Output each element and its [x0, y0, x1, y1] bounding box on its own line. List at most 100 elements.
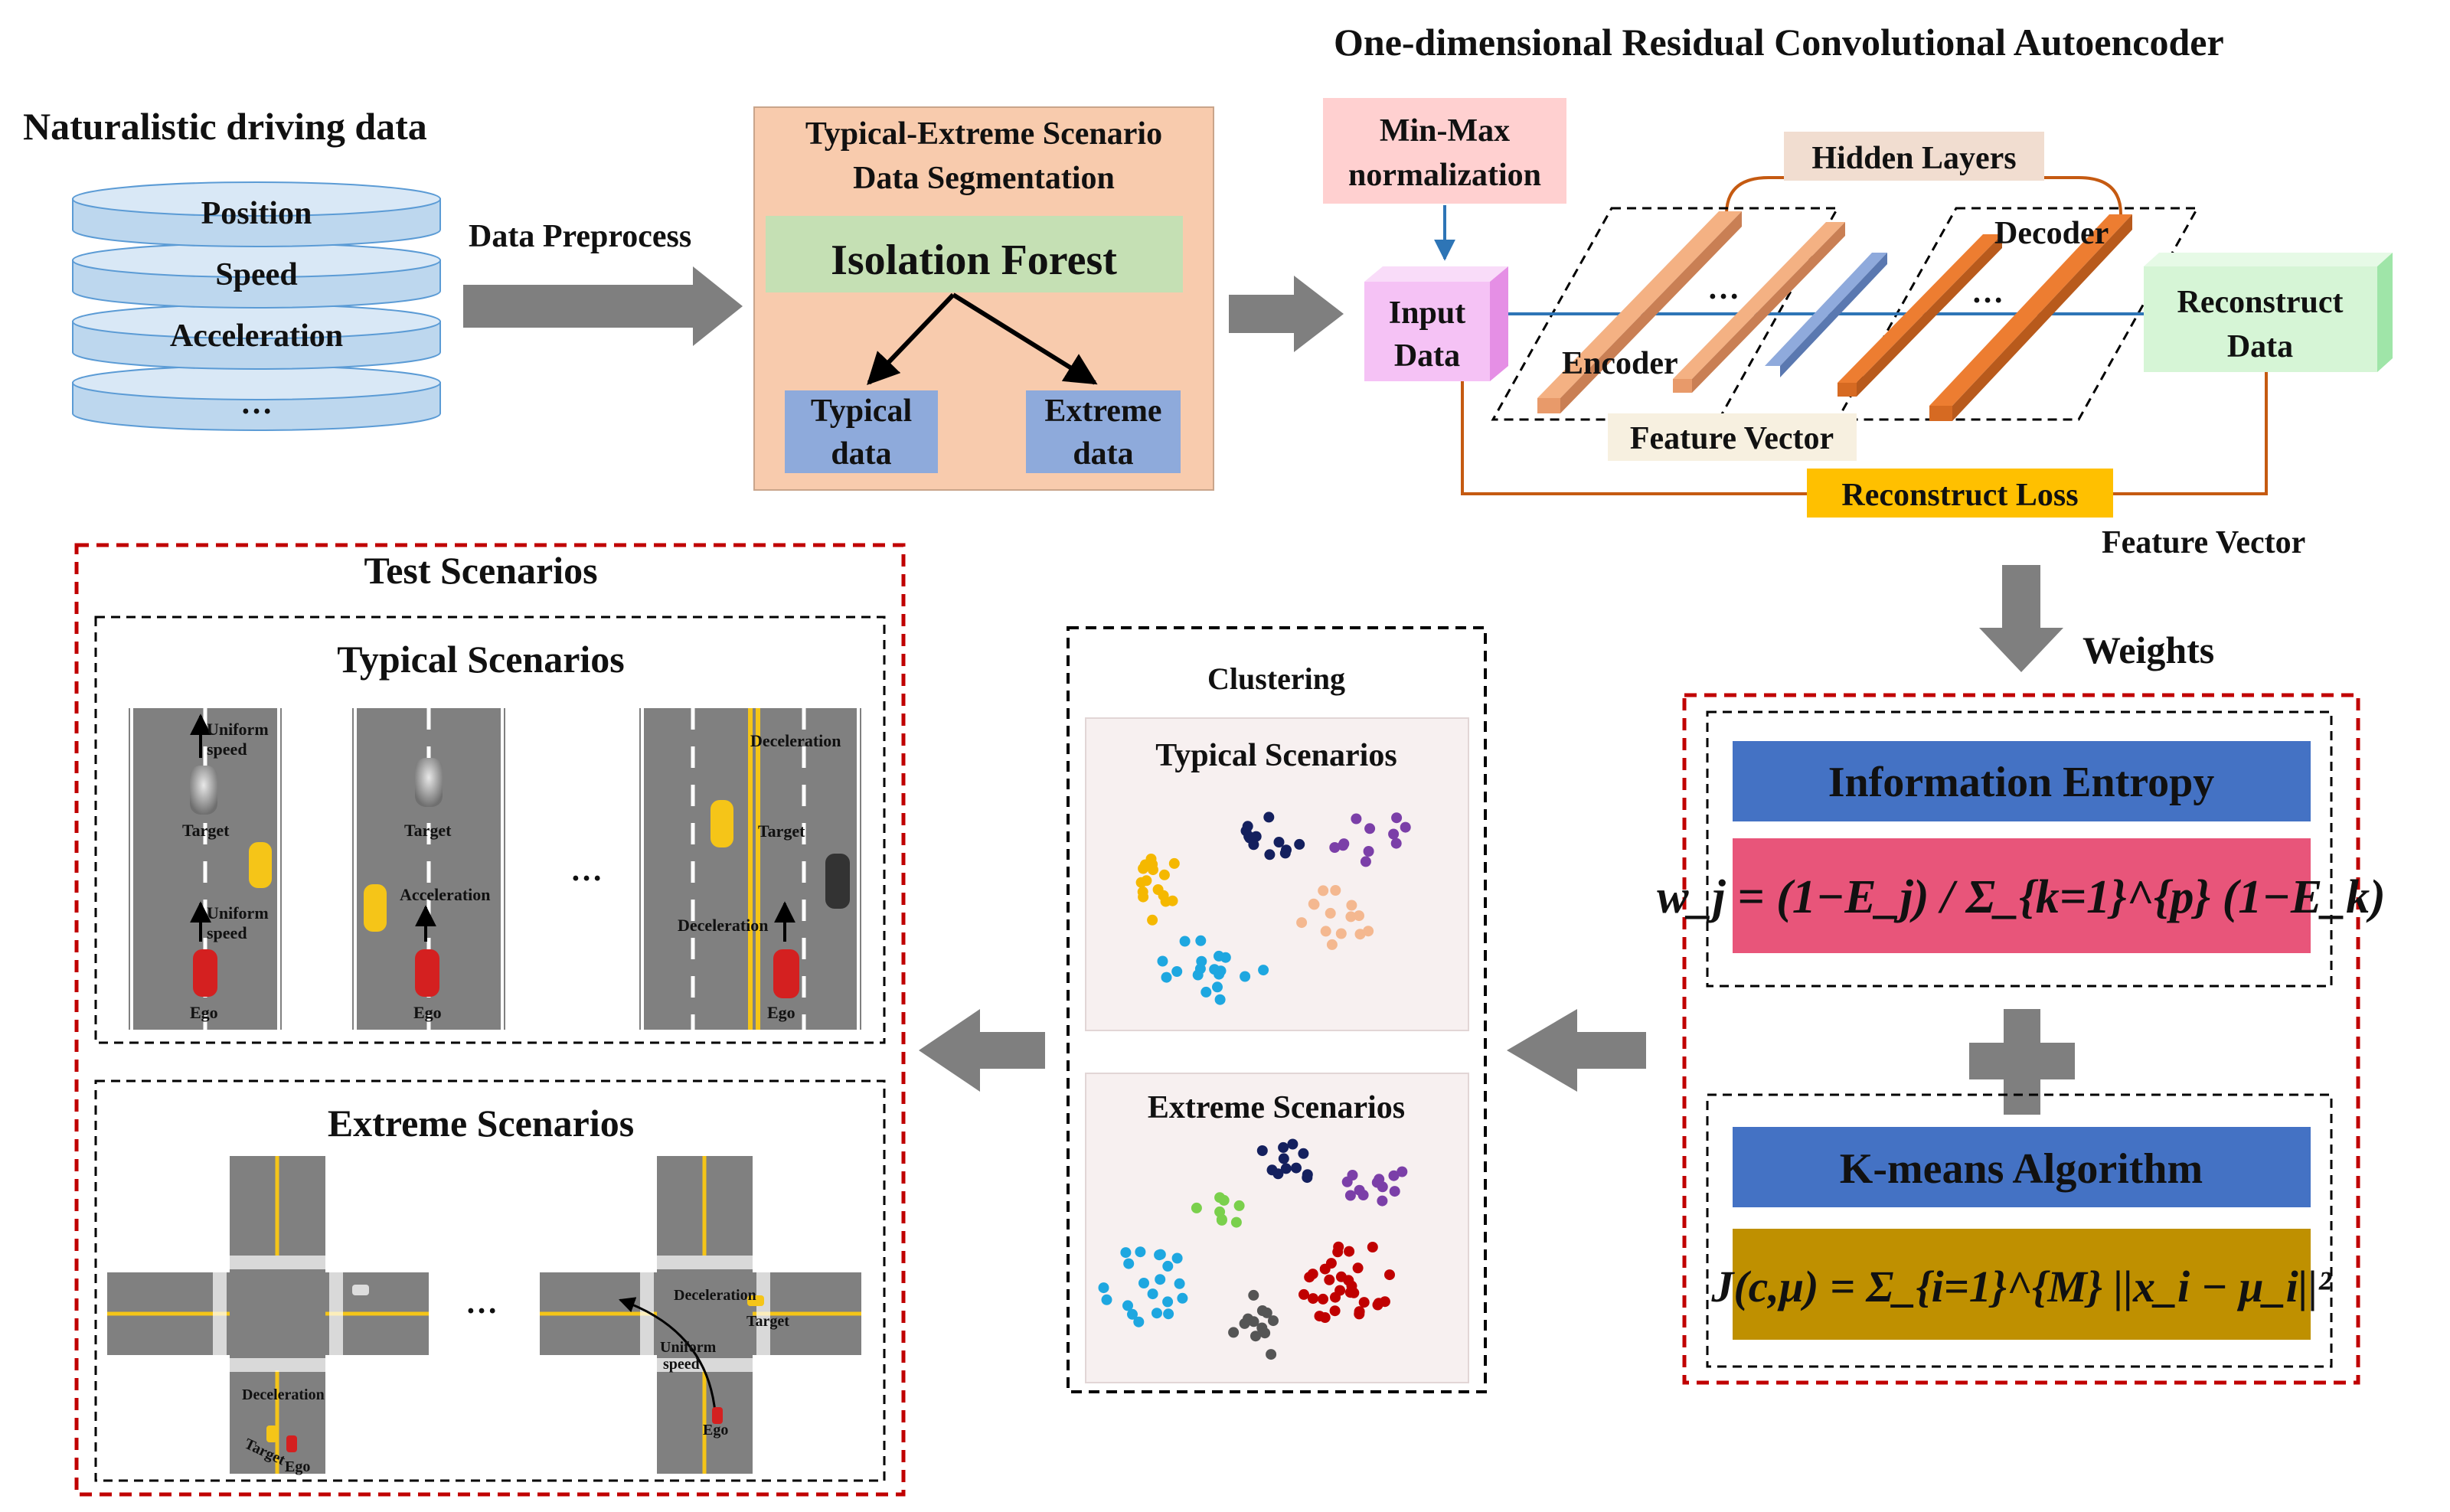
- weights-to-cluster-arrow: [1507, 1009, 1646, 1092]
- kmeans-label: K-means Algorithm: [1840, 1145, 2203, 1193]
- weights-label: Weights: [2082, 629, 2214, 671]
- cluster-point: [1163, 1308, 1174, 1320]
- input-data-cube: [1364, 282, 1490, 381]
- decoder-layers: [1838, 214, 2132, 421]
- naturalistic-title: Naturalistic driving data: [23, 105, 427, 148]
- cluster-point: [1384, 1269, 1395, 1281]
- typical-scenarios-title: Typical Scenarios: [337, 638, 624, 681]
- cluster-point: [1101, 1294, 1112, 1305]
- weights-red-frame: [1682, 693, 2360, 1385]
- weights-panel: Information Entropy w_j = (1−E_j) / Σ_{k…: [1657, 693, 2386, 1385]
- cluster-point: [1228, 1327, 1240, 1338]
- feature-vector-box: [1608, 413, 1857, 461]
- cluster-point: [1304, 1272, 1315, 1283]
- cluster-point: [1319, 1263, 1331, 1275]
- typical-cluster-title: Typical Scenarios: [1155, 738, 1396, 773]
- cluster-point: [1123, 1258, 1135, 1269]
- cluster-point: [1363, 926, 1374, 937]
- svg-text:speed: speed: [663, 1356, 700, 1373]
- cluster-point: [1357, 1190, 1369, 1200]
- cluster-point: [1214, 994, 1226, 1005]
- cluster-point: [1273, 837, 1285, 847]
- cluster-point: [1352, 1262, 1364, 1274]
- cluster-point: [1135, 1246, 1146, 1258]
- typical-cluster-box: [1085, 717, 1469, 1031]
- cluster-point: [1268, 1315, 1279, 1327]
- svg-text:Ego: Ego: [413, 1003, 442, 1022]
- typical-data-label-2: data: [831, 436, 891, 472]
- cluster-point: [1329, 842, 1341, 853]
- isolation-forest-box: [766, 216, 1183, 292]
- cluster-point: [1377, 1195, 1388, 1207]
- cluster-point: [1345, 911, 1357, 923]
- cluster-point: [1298, 1288, 1309, 1300]
- cluster-point: [1333, 1241, 1344, 1252]
- side-car-black: [825, 854, 850, 909]
- svg-text:speed: speed: [207, 923, 247, 942]
- cluster-point: [1161, 972, 1172, 983]
- cluster-point: [1152, 1308, 1162, 1319]
- db-item-acceleration: Acceleration: [170, 318, 343, 354]
- extreme-data-label-2: data: [1073, 436, 1133, 472]
- svg-text:Acceleration: Acceleration: [400, 885, 491, 904]
- cluster-point: [1145, 854, 1157, 864]
- db-item-position: Position: [201, 196, 312, 231]
- clustering-panel: Clustering Typical Scenarios Extreme Sce…: [1067, 626, 1487, 1393]
- svg-text:Ego: Ego: [285, 1458, 310, 1475]
- svg-text:Uniform: Uniform: [660, 1339, 717, 1356]
- cluster-point: [1272, 1168, 1284, 1180]
- forest-to-extreme-arrow: [952, 292, 1098, 385]
- cluster-point: [1233, 1200, 1245, 1211]
- svg-text:Uniform: Uniform: [207, 720, 269, 739]
- svg-text:Ego: Ego: [767, 1003, 795, 1022]
- cluster-point: [1258, 965, 1269, 976]
- cluster-point: [1364, 823, 1376, 834]
- isolation-forest-label: Isolation Forest: [831, 237, 1117, 284]
- cluster-point: [1242, 821, 1253, 832]
- extreme-cluster-box: [1085, 1073, 1469, 1383]
- cluster-to-test-arrow: [919, 1009, 1045, 1092]
- cluster-point: [1162, 1260, 1174, 1272]
- cluster-point: [1354, 929, 1366, 940]
- typical-road-3: Deceleration Target Deceleration Ego: [639, 708, 861, 1030]
- side-car-yellow: [249, 842, 272, 888]
- cluster-point: [1348, 1287, 1360, 1298]
- cluster-point: [1214, 950, 1224, 962]
- cluster-point: [1160, 896, 1171, 907]
- svg-text:Target: Target: [404, 821, 452, 840]
- entropy-label: Information Entropy: [1828, 759, 2215, 806]
- autoencoder-title: One-dimensional Residual Convolutional A…: [1334, 21, 2224, 64]
- cluster-point: [1216, 1214, 1227, 1226]
- oncoming-car-yellow: [710, 800, 733, 847]
- cluster-point: [1391, 812, 1403, 824]
- cluster-point: [1240, 971, 1251, 982]
- intersection-2: Deceleration Target Uniform speed Ego: [540, 1156, 861, 1474]
- cluster-point: [1196, 955, 1207, 967]
- cluster-point: [1374, 1174, 1385, 1185]
- cluster-point: [1338, 838, 1350, 850]
- cluster-point: [1256, 1145, 1268, 1156]
- typical-data-label-1: Typical: [811, 394, 912, 429]
- to-weights-arrow: [1979, 565, 2063, 672]
- cluster-point: [1367, 1242, 1378, 1252]
- cluster-point: [1174, 1278, 1185, 1289]
- cluster-point: [1358, 1297, 1370, 1308]
- entropy-formula-box: [1733, 838, 2311, 953]
- cluster-point: [1329, 1305, 1341, 1317]
- cluster-point: [1195, 935, 1207, 946]
- cluster-point: [1248, 1289, 1259, 1301]
- db-layer-3: [72, 304, 441, 370]
- cluster-point: [1147, 1288, 1158, 1300]
- target-car: [190, 766, 217, 815]
- svg-text:Deceleration: Deceleration: [674, 1287, 756, 1304]
- extreme-data-box: [1026, 390, 1181, 473]
- typical-road-2: Target Acceleration Ego: [352, 708, 505, 1030]
- cluster-point: [1294, 838, 1305, 850]
- forest-to-typical-arrow: [867, 292, 956, 386]
- extreme-cluster-points: [1098, 1138, 1408, 1360]
- cluster-point: [1320, 926, 1331, 937]
- cluster-point: [1250, 1331, 1261, 1342]
- kmeans-formula: J(c,μ) = Σ_{i=1}^{M} ||x_i − μ_i||²: [1710, 1262, 2332, 1311]
- cluster-point: [1122, 1300, 1133, 1311]
